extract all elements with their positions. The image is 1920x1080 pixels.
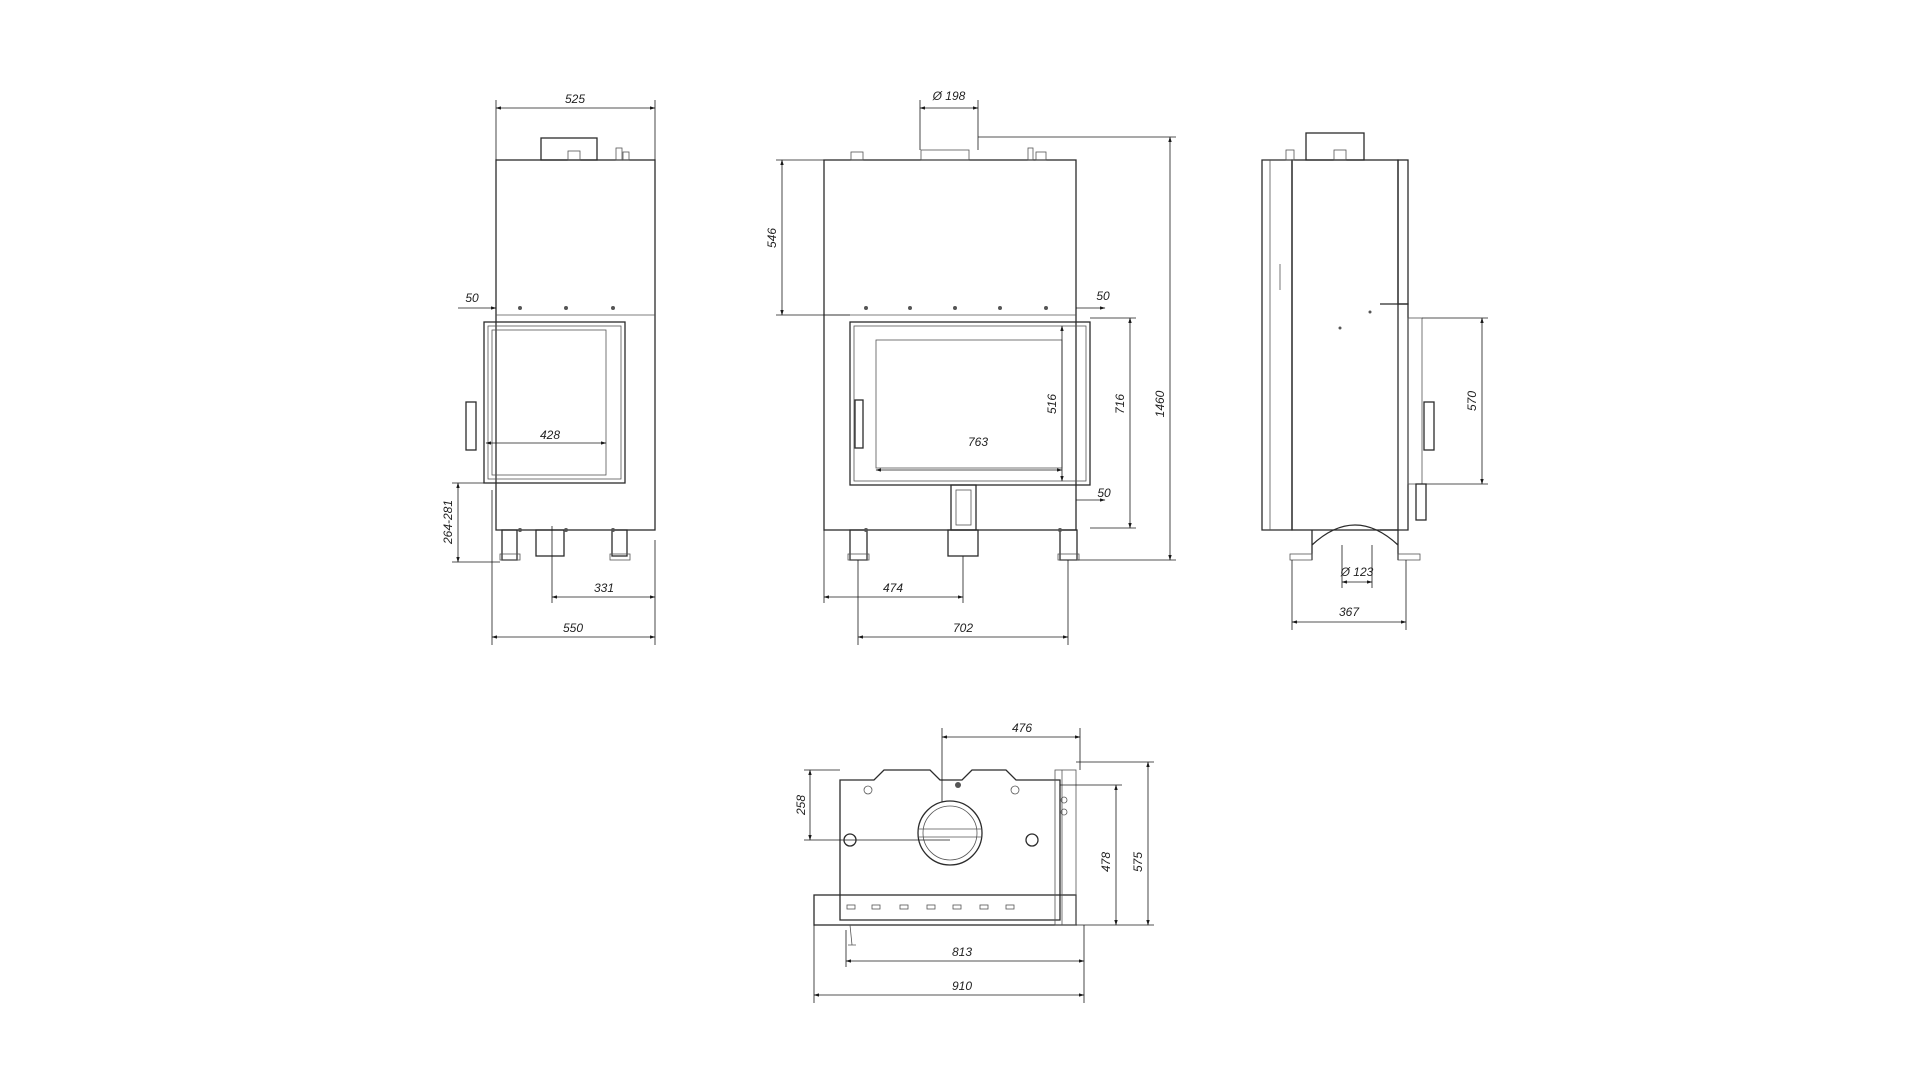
dim-door-height: 716 xyxy=(1113,394,1127,414)
dim-inner-depth: 478 xyxy=(1099,852,1113,872)
dim-glass-width: 428 xyxy=(540,428,560,442)
dim-glass-height: 516 xyxy=(1045,394,1059,414)
body-outline xyxy=(823,147,1091,561)
dim-air-inlet-diameter: Ø 123 xyxy=(1340,565,1374,579)
side-view: 570 Ø 123 367 xyxy=(1261,132,1488,630)
dim-total-depth: 575 xyxy=(1131,852,1145,872)
front-view-narrow: 525 50 428 264-281 331 550 xyxy=(441,92,656,645)
dim-depth: 367 xyxy=(1339,605,1360,619)
dim-total-height: 1460 xyxy=(1153,390,1167,417)
body-outline xyxy=(465,137,656,561)
dim-flue-depth: 258 xyxy=(794,795,808,816)
dim-door-height: 570 xyxy=(1465,391,1479,411)
dimension-lines xyxy=(1291,317,1488,630)
dim-base-width: 702 xyxy=(953,621,973,635)
dim-outlet-offset: 474 xyxy=(883,581,903,595)
top-view: 476 258 478 575 813 910 xyxy=(794,721,1154,1003)
dim-glass-width: 763 xyxy=(968,435,988,449)
dim-total-width: 910 xyxy=(952,979,972,993)
dim-top-height: 546 xyxy=(765,228,779,248)
dim-glass-offset-top: 50 xyxy=(1096,289,1110,303)
front-view-wide: Ø 198 546 50 763 516 716 1460 50 474 702 xyxy=(765,89,1176,645)
dim-flue-offset: 476 xyxy=(1012,721,1032,735)
dim-base-width: 550 xyxy=(563,621,583,635)
dimension-lines xyxy=(776,100,1176,645)
dim-glass-offset-bottom: 50 xyxy=(1097,486,1111,500)
dim-glass-offset: 50 xyxy=(465,291,479,305)
dim-inner-width: 813 xyxy=(952,945,972,959)
body-outline xyxy=(813,769,1077,946)
dim-leg-height: 264-281 xyxy=(441,500,455,545)
body-outline xyxy=(1261,132,1435,561)
dim-outlet-offset: 331 xyxy=(594,581,614,595)
dim-flue-diameter: Ø 198 xyxy=(932,89,966,103)
dimension-lines xyxy=(804,728,1154,1003)
dim-top-width: 525 xyxy=(565,92,585,106)
dimension-lines xyxy=(452,100,656,645)
